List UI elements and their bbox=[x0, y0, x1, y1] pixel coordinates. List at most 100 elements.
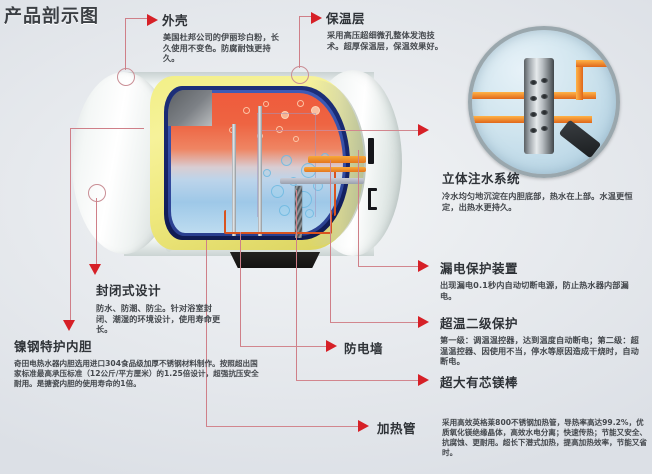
callout-water-injection-heading: 立体注水系统 bbox=[442, 171, 521, 186]
leader-line-heating-tube bbox=[206, 426, 358, 427]
leader-line-leakage bbox=[358, 266, 418, 267]
magnesium-rod bbox=[295, 186, 302, 238]
callout-nickel-liner-body: 奇田电热水器内胆选用进口304食品级加厚不锈钢材料制作。按照超出国家标准最高承压… bbox=[14, 359, 259, 388]
hot-bubble bbox=[263, 101, 269, 107]
hot-bubble bbox=[281, 111, 289, 119]
cold-water-dip-tube bbox=[280, 178, 364, 184]
tube-perforation bbox=[530, 128, 537, 133]
upper-heating-bar-secondary bbox=[304, 167, 366, 172]
water-inlet-tube bbox=[258, 106, 262, 236]
perforated-injection-tube bbox=[524, 58, 554, 154]
magnified-pipe-bend-top bbox=[576, 60, 616, 67]
hot-bubble bbox=[293, 136, 299, 142]
callout-leakage-body: 出现漏电0.1秒内自动切断电源，防止热水器内部漏电。 bbox=[440, 280, 629, 301]
callout-over-temp-heading: 超温二级保护 bbox=[440, 316, 519, 331]
callout-heating-tube-body: 采用高效英格莱800不锈钢加热管，导热率高达99.2%，优质氧化镁绝缘晶体，高效… bbox=[442, 418, 648, 457]
leader-line-nickel-liner bbox=[70, 128, 71, 322]
callout-mag-rod-heading: 超大有芯镁棒 bbox=[440, 375, 519, 390]
thermostat-clip bbox=[368, 138, 374, 164]
arrow-right-leakage bbox=[418, 260, 429, 272]
callout-shell-heading: 外壳 bbox=[162, 13, 189, 28]
cutaway-shadow-wedge bbox=[168, 90, 212, 126]
leader-line-mag-rod bbox=[296, 380, 418, 381]
callout-over-temp-body: 第一级：调温温控器，达到温度自动断电；第二级：超温温控器、因使用不当，停水等原因… bbox=[440, 335, 639, 367]
tube-perforation bbox=[541, 94, 548, 99]
callout-magnesium-rod: 超大有芯镁棒 bbox=[440, 372, 518, 391]
callout-insulation: 保温层 采用高压超细微孔整体发泡技术。超厚保温层，保温效果好。 bbox=[311, 8, 471, 51]
internal-guide-line bbox=[315, 113, 316, 217]
callout-water-injection: 立体注水系统 冷水均匀地沉淀在内胆底部，热水在上部。水温更恒定，出热水更持久。 bbox=[442, 168, 647, 212]
tube-perforation bbox=[541, 78, 548, 83]
callout-shell: 外壳 美国杜邦公司的伊丽珍白粉，长久使用不变色。防腐耐蚀更持久。 bbox=[147, 10, 297, 64]
arrow-down-nickel-liner bbox=[63, 320, 75, 331]
internal-guide-line bbox=[257, 113, 315, 114]
hot-bubble bbox=[243, 107, 250, 114]
callout-leakage-heading: 漏电保护装置 bbox=[440, 261, 519, 276]
callout-heating-tube: 加热管 bbox=[377, 418, 416, 437]
water-heater-cutaway-illustration bbox=[72, 64, 402, 268]
callout-sealed-design-body: 防水、防潮、防尘。针对浴室封闭、潮湿的环境设计，使用寿命更长。 bbox=[96, 303, 221, 335]
tube-perforation bbox=[541, 126, 548, 131]
magnifier-detail-view bbox=[468, 26, 620, 178]
arrow-right-water-injection bbox=[418, 124, 429, 136]
magnified-pipe-bend bbox=[576, 60, 583, 100]
leader-line-anti-wall bbox=[240, 232, 241, 346]
page-title: 产品剖示图 bbox=[4, 6, 99, 27]
callout-nickel-liner-heading: 镍钢特护内胆 bbox=[14, 339, 93, 354]
callout-insulation-heading: 保温层 bbox=[326, 11, 366, 26]
cold-bubble bbox=[263, 169, 271, 177]
callout-anti-wall-heading: 防电墙 bbox=[344, 341, 384, 356]
leader-line-leakage bbox=[358, 150, 359, 266]
tank-base-bracket bbox=[229, 252, 321, 268]
callout-anti-electric-wall: 防电墙 bbox=[344, 338, 383, 357]
callout-insulation-body: 采用高压超细微孔整体发泡技术。超厚保温层，保温效果好。 bbox=[327, 30, 444, 51]
leader-line-over-temp bbox=[330, 322, 418, 323]
tube-perforation bbox=[530, 80, 537, 85]
arrow-right-anti-wall bbox=[326, 340, 337, 352]
callout-shell-body: 美国杜邦公司的伊丽珍白粉，长久使用不变色。防腐耐蚀更持久。 bbox=[163, 32, 280, 64]
callout-water-injection-body: 冷水均匀地沉淀在内胆底部，热水在上部。水温更恒定，出热水更持久。 bbox=[442, 191, 633, 212]
callout-leakage-protection: 漏电保护装置 出现漏电0.1秒内自动切断电源，防止热水器内部漏电。 bbox=[440, 258, 648, 301]
leader-anchor-insulation bbox=[291, 66, 309, 84]
arrow-right-heating-tube bbox=[358, 420, 369, 432]
anti-electric-wall-bracket bbox=[368, 207, 377, 210]
leader-line-shell bbox=[125, 18, 147, 19]
leader-line-heating-tube bbox=[206, 240, 207, 426]
arrow-down-sealed-design bbox=[89, 264, 101, 275]
leader-line-water-injection bbox=[262, 130, 418, 131]
anti-electric-wall-bracket bbox=[368, 188, 371, 210]
upper-heating-bar bbox=[308, 156, 366, 163]
cold-bubble bbox=[305, 209, 314, 218]
callout-sealed-design-heading: 封闭式设计 bbox=[96, 283, 162, 298]
cold-bubble bbox=[271, 185, 284, 198]
magnifier-lens bbox=[468, 26, 620, 178]
tube-perforation bbox=[530, 96, 537, 101]
heating-element-riser bbox=[304, 168, 336, 216]
arrow-right-over-temp bbox=[418, 316, 429, 328]
cold-bubble bbox=[279, 205, 290, 216]
leader-line-shell bbox=[125, 18, 126, 70]
callout-over-temp-protection: 超温二级保护 第一级：调温温控器，达到温度自动断电；第二级：超温温控器、因使用不… bbox=[440, 313, 650, 367]
tube-perforation bbox=[541, 110, 548, 115]
internal-guide-line bbox=[257, 113, 258, 217]
hot-bubble bbox=[297, 100, 304, 107]
hot-bubble bbox=[276, 126, 283, 133]
leader-line-anti-wall bbox=[240, 346, 326, 347]
leader-line-nickel-liner bbox=[70, 128, 144, 129]
leader-anchor-shell bbox=[117, 68, 135, 86]
anode-rod-long bbox=[232, 124, 236, 236]
arrow-right-mag-rod bbox=[418, 374, 429, 386]
leader-line-over-temp bbox=[330, 160, 331, 322]
leader-line-mag-rod bbox=[296, 190, 297, 380]
leader-line-insulation bbox=[299, 16, 300, 68]
arrow-right-icon bbox=[147, 13, 158, 26]
leader-anchor-sealed-design bbox=[88, 184, 106, 202]
callout-nickel-steel-liner: 镍钢特护内胆 奇田电热水器内胆选用进口304食品级加厚不锈钢材料制作。按照超出国… bbox=[14, 336, 266, 389]
heating-element-pipe bbox=[224, 210, 332, 234]
leader-line-insulation bbox=[299, 16, 311, 17]
cold-bubble bbox=[281, 155, 292, 166]
callout-sealed-design: 封闭式设计 防水、防潮、防尘。针对浴室封闭、潮湿的环境设计，使用寿命更长。 bbox=[96, 280, 236, 335]
tube-perforation bbox=[530, 112, 537, 117]
anti-electric-wall-bracket bbox=[368, 188, 377, 191]
